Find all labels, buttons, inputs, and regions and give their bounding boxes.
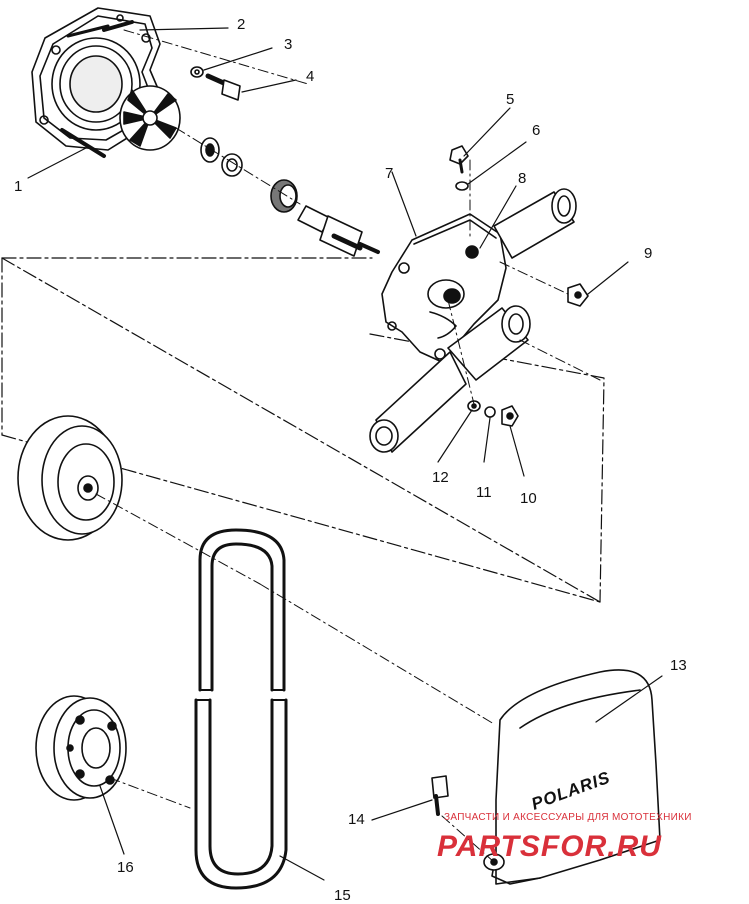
driven-pulley-part-16 bbox=[35, 695, 127, 801]
washer-part-6 bbox=[455, 181, 469, 191]
drive-belt-part-15 bbox=[194, 528, 288, 890]
watermark: ЗАПЧАСТИ И АКСЕССУАРЫ ДЛЯ МОТОТЕХНИКИ PA… bbox=[437, 812, 692, 863]
callout-14: 14 bbox=[348, 811, 365, 828]
pump-cover bbox=[381, 213, 507, 363]
callout-2: 2 bbox=[237, 16, 245, 33]
callout-3: 3 bbox=[284, 36, 292, 53]
stud-bolts bbox=[60, 20, 134, 158]
callout-6: 6 bbox=[532, 122, 540, 139]
callout-12: 12 bbox=[432, 469, 449, 486]
pump-housing-plate bbox=[31, 7, 163, 151]
callout-1: 1 bbox=[14, 178, 22, 195]
callout-5: 5 bbox=[506, 91, 514, 108]
seal-ring bbox=[221, 153, 243, 177]
callout-8: 8 bbox=[518, 170, 526, 187]
callout-16: 16 bbox=[117, 859, 134, 876]
cover-bolt-part-14 bbox=[431, 775, 449, 816]
mechanical-seal bbox=[200, 137, 220, 163]
nut-part-9 bbox=[567, 283, 589, 307]
callout-13: 13 bbox=[670, 657, 687, 674]
outlet-pipe bbox=[493, 188, 577, 259]
washer-part-3 bbox=[190, 66, 204, 78]
assembly-centerlines bbox=[95, 29, 601, 863]
callout-4: 4 bbox=[306, 68, 314, 85]
callout-7: 7 bbox=[385, 165, 393, 182]
impeller bbox=[119, 85, 181, 151]
callout-10: 10 bbox=[520, 490, 537, 507]
callout-9: 9 bbox=[644, 245, 652, 262]
bleed-bolt-part-5 bbox=[449, 145, 469, 174]
callout-15: 15 bbox=[334, 887, 351, 904]
nut-part-10 bbox=[501, 405, 519, 427]
watermark-subtitle: ЗАПЧАСТИ И АКСЕССУАРЫ ДЛЯ МОТОТЕХНИКИ bbox=[444, 812, 692, 823]
leader-lines bbox=[27, 27, 663, 881]
callout-11: 11 bbox=[476, 484, 492, 501]
lock-washer-part-11 bbox=[484, 406, 496, 418]
bolt-part-4 bbox=[205, 73, 241, 101]
inlet-pipe bbox=[369, 305, 531, 453]
pump-shaft bbox=[297, 205, 380, 257]
callout-labels: 1 2 3 4 5 6 7 8 9 10 11 12 13 14 15 16 bbox=[14, 16, 687, 904]
washer-part-12 bbox=[467, 400, 481, 412]
watermark-main: PARTSFOR.RU bbox=[437, 830, 662, 863]
drive-pulley bbox=[17, 415, 123, 541]
oil-seal bbox=[270, 179, 298, 213]
